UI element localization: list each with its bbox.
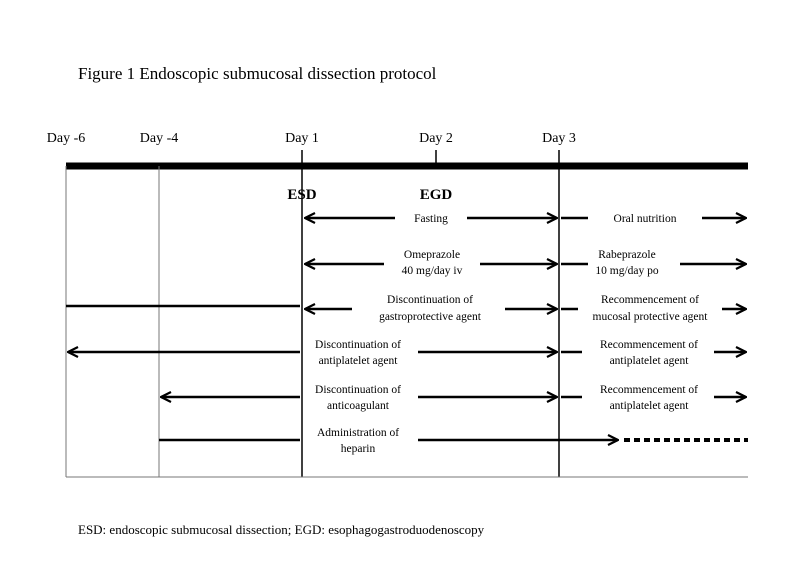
- row-label-gastroprotective: gastroprotective agent: [379, 311, 482, 323]
- row-label-omeprazole-dose: 40 mg/day iv: [402, 265, 463, 277]
- row-label-anticoagulant: anticoagulant: [327, 400, 390, 412]
- row-label-mucosal-protective: Recommencement of: [601, 294, 699, 306]
- row-label-gastroprotective: Discontinuation of: [387, 294, 473, 306]
- day-label: Day 3: [542, 131, 576, 146]
- row-label-mucosal-protective: mucosal protective agent: [593, 311, 709, 323]
- row-label-omeprazole: Omeprazole: [404, 249, 460, 261]
- day-label: Day -4: [140, 131, 179, 146]
- row-label-rabeprazole: Rabeprazole: [598, 249, 655, 261]
- figure-title: Figure 1 Endoscopic submucosal dissectio…: [78, 64, 437, 83]
- footnote: ESD: endoscopic submucosal dissection; E…: [78, 522, 485, 537]
- event-label-esd: ESD: [287, 187, 316, 203]
- row-label-fasting: Fasting: [414, 213, 448, 225]
- row-label-antiplatelet-recommencement-2: antiplatelet agent: [610, 400, 690, 412]
- day-label: Day 1: [285, 131, 319, 146]
- day-label: Day -6: [47, 131, 86, 146]
- row-label-rabeprazole-dose: 10 mg/day po: [595, 265, 658, 277]
- row-label-antiplatelet-discontinuation: Discontinuation of: [315, 339, 401, 351]
- day-label: Day 2: [419, 131, 453, 146]
- row-label-oral-nutrition: Oral nutrition: [614, 213, 677, 225]
- row-label-antiplatelet-discontinuation: antiplatelet agent: [319, 355, 399, 367]
- row-label-heparin: Administration of: [317, 427, 399, 439]
- row-label-anticoagulant: Discontinuation of: [315, 384, 401, 396]
- event-label-egd: EGD: [420, 187, 453, 203]
- row-label-antiplatelet-recommencement-2: Recommencement of: [600, 384, 698, 396]
- row-label-antiplatelet-recommencement: antiplatelet agent: [610, 355, 690, 367]
- row-label-heparin: heparin: [341, 443, 376, 455]
- row-label-antiplatelet-recommencement: Recommencement of: [600, 339, 698, 351]
